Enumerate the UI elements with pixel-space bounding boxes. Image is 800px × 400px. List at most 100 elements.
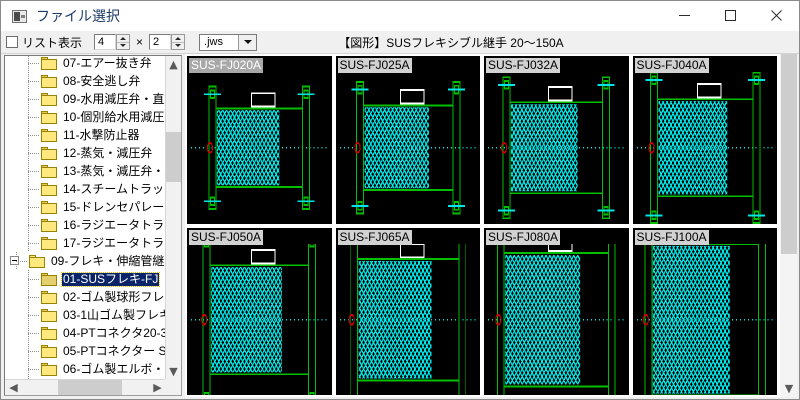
rows-input[interactable]: 2 <box>149 34 172 50</box>
tree-item[interactable]: 09-フレキ・伸縮管継手 <box>5 252 166 270</box>
thumbnail-vertical-scrollbar[interactable]: ▼ <box>779 54 797 397</box>
folder-icon <box>41 200 58 214</box>
filetype-dropdown[interactable]: .jws <box>199 33 258 51</box>
thumbnail-scrollbar-thumb[interactable] <box>781 54 797 254</box>
chevron-down-icon: ▼ <box>784 382 794 395</box>
folder-icon <box>41 362 58 376</box>
tree-item[interactable]: 13-蒸気・減圧弁・直動 <box>5 162 166 180</box>
thumbnail-caption: SUS-FJ100A <box>634 229 709 245</box>
thumbnail-cell[interactable]: SUS-FJ065A <box>333 225 482 397</box>
tree-indent-guide <box>5 216 41 234</box>
thumbnail-caption: SUS-FJ032A <box>486 58 561 73</box>
columns-input[interactable]: 4 <box>94 34 117 50</box>
tree-indent-guide <box>5 288 41 306</box>
tree-scroll-down-button[interactable]: ▼ <box>166 363 181 380</box>
thumbnail-caption: SUS-FJ050A <box>189 229 264 245</box>
thumbnail-drawing <box>335 243 480 395</box>
tree-scroll-right-button[interactable]: ▶ <box>149 380 166 395</box>
tree-vertical-scrollbar[interactable]: ▲ ▼ <box>165 56 181 380</box>
maximize-button[interactable] <box>707 1 753 30</box>
tree-item[interactable]: 06-ゴム製エルボ・フ <box>5 360 166 378</box>
columns-stepper-up[interactable] <box>117 35 130 43</box>
rows-stepper-up[interactable] <box>172 35 185 43</box>
tree-indent-guide <box>5 198 41 216</box>
tree-item-label: 10-個別給水用減圧弁 <box>63 109 166 124</box>
thumbnail-cell[interactable]: SUS-FJ050A <box>185 225 334 397</box>
thumbnail-cell[interactable]: SUS-FJ040A <box>630 54 779 226</box>
tree-item[interactable]: 16-ラジエータトラップ <box>5 216 166 234</box>
thumbnail-drawing <box>484 72 629 224</box>
window-app-icon <box>12 9 27 23</box>
folder-icon <box>41 146 58 160</box>
thumbnail-cell[interactable]: SUS-FJ100A <box>630 225 779 397</box>
scrollbar-corner <box>165 379 181 395</box>
rows-stepper[interactable] <box>171 34 186 50</box>
tree-item[interactable]: 04-PTコネクタ20-300 <box>5 324 166 342</box>
filetype-value: .jws <box>200 34 239 50</box>
tree-item[interactable]: 05-PTコネクター S <box>5 342 166 360</box>
thumbnail-caption: SUS-FJ025A <box>337 58 412 73</box>
tree-item[interactable]: 01-SUSフレキ-FJ <box>5 270 166 288</box>
triangle-down-icon <box>175 44 182 48</box>
minimize-button[interactable] <box>661 1 707 30</box>
tree-item[interactable]: 10-個別給水用減圧弁 <box>5 108 166 126</box>
tree-indent-guide <box>5 126 41 144</box>
folder-icon <box>41 92 58 106</box>
tree-item[interactable]: 02-ゴム製球形フレキ <box>5 288 166 306</box>
tree-indent-guide <box>5 144 41 162</box>
tree-item[interactable]: 17-ラジエータトラップ <box>5 234 166 252</box>
list-view-checkbox-wrap[interactable]: リスト表示 <box>6 34 82 51</box>
tree-item-label: 09-水用減圧弁・直動 <box>63 91 166 106</box>
folder-icon <box>41 308 58 322</box>
tree-item[interactable]: 12-蒸気・減圧弁 <box>5 144 166 162</box>
tree-item-label: 06-ゴム製エルボ・フ <box>63 361 166 376</box>
folder-icon <box>41 164 58 178</box>
thumbnail-caption: SUS-FJ080A <box>486 229 561 245</box>
tree-scroll-left-button[interactable]: ◀ <box>5 380 22 395</box>
thumbnail-caption: SUS-FJ040A <box>634 58 709 73</box>
tree-item[interactable]: 14-スチームトラップ <box>5 180 166 198</box>
grid-separator: × <box>136 35 144 49</box>
columns-stepper[interactable] <box>116 34 131 50</box>
close-button[interactable] <box>753 1 799 30</box>
thumbnail-cell[interactable]: SUS-FJ080A <box>482 225 631 397</box>
list-view-checkbox[interactable] <box>6 36 18 48</box>
folder-icon <box>41 272 58 286</box>
tree-item-label: 11-水撃防止器 <box>63 127 140 142</box>
tree-item-label: 15-ドレンセパレーター <box>63 199 166 214</box>
tree-vertical-scrollbar-thumb[interactable] <box>166 132 181 182</box>
rows-stepper-down[interactable] <box>172 43 184 50</box>
tree-item-label: 01-SUSフレキ-FJ <box>60 271 161 287</box>
tree-item-label: 08-安全逃し弁 <box>63 73 141 88</box>
thumbnail-cell[interactable]: SUS-FJ025A <box>333 54 482 226</box>
tree-indent-guide <box>5 270 41 288</box>
tree-item[interactable]: 09-水用減圧弁・直動 <box>5 90 166 108</box>
tree-indent-guide <box>5 234 41 252</box>
thumbnail-drawing <box>335 72 480 224</box>
thumbnail-cell[interactable]: SUS-FJ020A <box>185 54 334 226</box>
tree-item-label: 04-PTコネクタ20-300 <box>63 325 166 340</box>
filetype-dropdown-button[interactable] <box>238 34 257 50</box>
tree-item[interactable]: 07-エアー抜き弁 <box>5 56 166 72</box>
tree-item[interactable]: 03-1山ゴム製フレキ <box>5 306 166 324</box>
tree-item[interactable]: 08-安全逃し弁 <box>5 72 166 90</box>
tree-horizontal-scrollbar[interactable]: ◀ ▶ <box>5 379 166 395</box>
tree-horizontal-scrollbar-thumb[interactable] <box>58 380 122 395</box>
tree-expander-icon[interactable] <box>10 256 19 265</box>
tree-scroll-up-button[interactable]: ▲ <box>166 56 181 73</box>
folder-icon <box>41 290 58 304</box>
tree-item-label: 13-蒸気・減圧弁・直動 <box>63 163 166 178</box>
tree-indent-guide <box>5 324 41 342</box>
tree-item[interactable]: 11-水撃防止器 <box>5 126 166 144</box>
thumbnail-cell[interactable]: SUS-FJ032A <box>482 54 631 226</box>
list-view-label: リスト表示 <box>22 35 83 50</box>
columns-stepper-down[interactable] <box>117 43 129 50</box>
tree-item-label: 16-ラジエータトラップ <box>63 217 166 232</box>
tree-item[interactable]: 15-ドレンセパレーター <box>5 198 166 216</box>
thumbnail-scroll-down-button[interactable]: ▼ <box>781 380 797 397</box>
folder-icon <box>41 326 58 340</box>
